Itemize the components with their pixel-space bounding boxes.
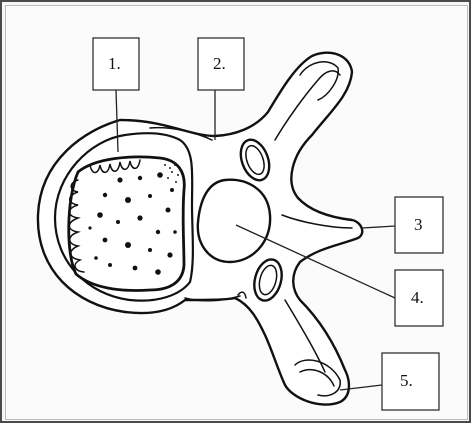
label-box-4: 4. (395, 270, 443, 326)
label-text-2: 2. (213, 54, 226, 73)
label-text-3: 3 (414, 215, 423, 234)
leader-line-3 (362, 226, 395, 228)
label-text-1: 1. (108, 54, 121, 73)
label-box-3: 3 (395, 197, 443, 253)
label-box-1: 1. (93, 38, 139, 90)
body-spongy-bone (69, 157, 185, 291)
vertebral-foramen (198, 180, 270, 262)
label-box-2: 2. (198, 38, 244, 90)
label-box-5: 5. (382, 353, 439, 410)
label-text-4: 4. (411, 288, 424, 307)
label-text-5: 5. (400, 371, 413, 390)
